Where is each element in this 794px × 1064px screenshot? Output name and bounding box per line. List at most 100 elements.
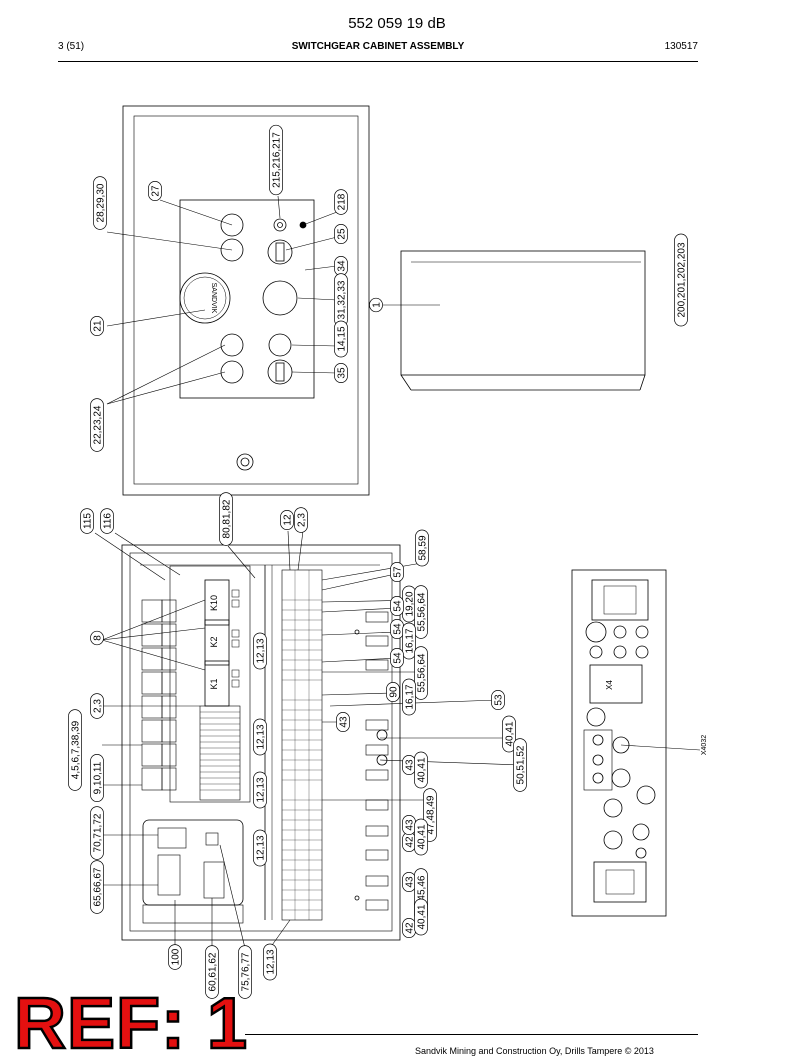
callout-bubble: 40,41 [414,751,428,789]
callout-bubble: 58,59 [415,529,429,567]
callout-text: 75,76,77 [241,952,252,991]
callout-bubble: 31,32,33 [334,273,348,327]
callout-text: 12,13 [256,835,267,860]
callout-text: 218 [337,193,348,210]
callout-bubble: 12,13 [253,771,267,809]
callout-bubble: 100 [168,944,182,970]
callout-bubble: 12,13 [253,632,267,670]
callout-bubble: 40,41 [414,898,428,936]
callout-bubble: 35 [334,363,348,383]
callout-text: 54 [393,600,404,612]
callout-bubble: 4,5,6,7,38,39 [68,709,82,791]
connector-x4032-label: X4032 [701,735,708,755]
callout-text: 50,51,52 [516,745,527,784]
callout-text: 40,41 [417,824,428,849]
callout-bubble: 19,20 [402,585,416,623]
relay-k2-label: K2 [209,636,219,647]
callout-text: 2,3 [93,699,104,713]
callout-text: 22,23,24 [93,405,104,444]
callout-bubble: 55,56,64 [414,585,428,639]
callout-bubble: 14,15 [334,320,348,358]
callout-bubble: 22,23,24 [90,398,104,452]
callout-bubble: 27 [148,181,162,201]
callout-text: 1 [372,302,383,308]
callout-bubble: 12 [280,510,294,530]
callout-text: 70,71,72 [93,813,104,852]
callout-text: 54 [393,623,404,635]
callout-bubble: 75,76,77 [238,945,252,999]
callout-text: 57 [393,566,404,578]
callout-text: 42 [405,836,416,848]
callout-text: 9,10,11 [93,761,104,794]
callout-text: 8 [93,635,104,641]
callout-bubble: 16,17 [402,622,416,660]
callout-text: 53 [494,694,505,706]
footer-divider [245,1034,698,1035]
callout-text: 16,17 [405,684,416,709]
callout-labels: 2728,29,302122,23,24215,216,217218253431… [68,124,688,999]
callout-text: 58,59 [418,535,429,560]
callout-text: 90 [389,686,400,698]
callout-text: 43 [405,819,416,831]
callout-text: 116 [103,513,114,529]
side-cover [400,250,646,391]
callout-bubble: 54 [390,648,404,668]
callout-bubble: 80,81,82 [219,492,233,546]
callout-bubble: 116 [100,508,114,534]
callout-bubble: 43 [336,712,350,732]
connector-panel: X4 X4032 [571,569,708,917]
callout-bubble: 53 [491,690,505,710]
callout-text: 55,56,64 [417,592,428,631]
callout-text: 42 [405,922,416,934]
callout-text: 12,13 [256,638,267,663]
callout-bubble: 2,3 [294,507,308,533]
callout-bubble: 43 [402,755,416,775]
callout-text: 44,45,46 [417,875,428,914]
callout-bubble: 12,13 [263,943,277,981]
callout-bubble: 40,41 [502,715,516,753]
relay-k1-label: K1 [209,678,219,689]
relay-k10-label: K10 [209,595,219,611]
callout-bubble: 57 [390,562,404,582]
callout-text: 12 [283,514,294,526]
callout-bubble: 12,13 [253,829,267,867]
callout-text: 12,13 [256,724,267,749]
callout-bubble: 70,71,72 [90,806,104,860]
callout-text: 31,32,33 [337,280,348,319]
callout-bubble: 28,29,30 [93,176,107,230]
callout-text: 43 [339,716,350,728]
callout-text: 200,201,202,203 [677,242,688,318]
callout-bubble: 8 [90,630,104,646]
document-date: 130517 [664,41,698,52]
callout-text: 60,61,62 [208,952,219,991]
callout-bubble: 42 [402,918,416,938]
callout-bubble: 218 [334,189,348,215]
callout-bubble: 90 [386,682,400,702]
connector-x4-label: X4 [605,680,614,690]
callout-text: 34 [337,260,348,272]
callout-text: 65,66,67 [93,867,104,906]
callout-bubble: 1 [369,297,383,313]
callout-text: 27 [151,185,162,197]
callout-bubble: 43 [402,815,416,835]
callout-text: 55,56,64 [417,653,428,692]
callout-bubble: 115 [80,508,94,534]
callout-text: 12,13 [266,949,277,974]
page-indicator: 3 (51) [58,41,85,52]
callout-text: 12,13 [256,777,267,802]
callout-text: 40,41 [417,757,428,782]
callout-bubble: 55,56,64 [414,646,428,700]
callout-bubble: 60,61,62 [205,945,219,999]
callout-bubble: 21 [90,316,104,336]
callout-text: 14,15 [337,326,348,351]
callout-text: 21 [93,320,104,332]
page-title: SWITCHGEAR CABINET ASSEMBLY [291,41,465,52]
callout-bubble: 2,3 [90,693,104,719]
callout-text: 215,216,217 [272,132,283,188]
callout-text: 2,3 [297,513,308,527]
callout-text: 40,41 [417,904,428,929]
callout-text: 16,17 [405,628,416,653]
callout-text: 40,41 [505,721,516,746]
door-panel: SANDVIK [122,105,370,496]
callout-text: 54 [393,652,404,664]
